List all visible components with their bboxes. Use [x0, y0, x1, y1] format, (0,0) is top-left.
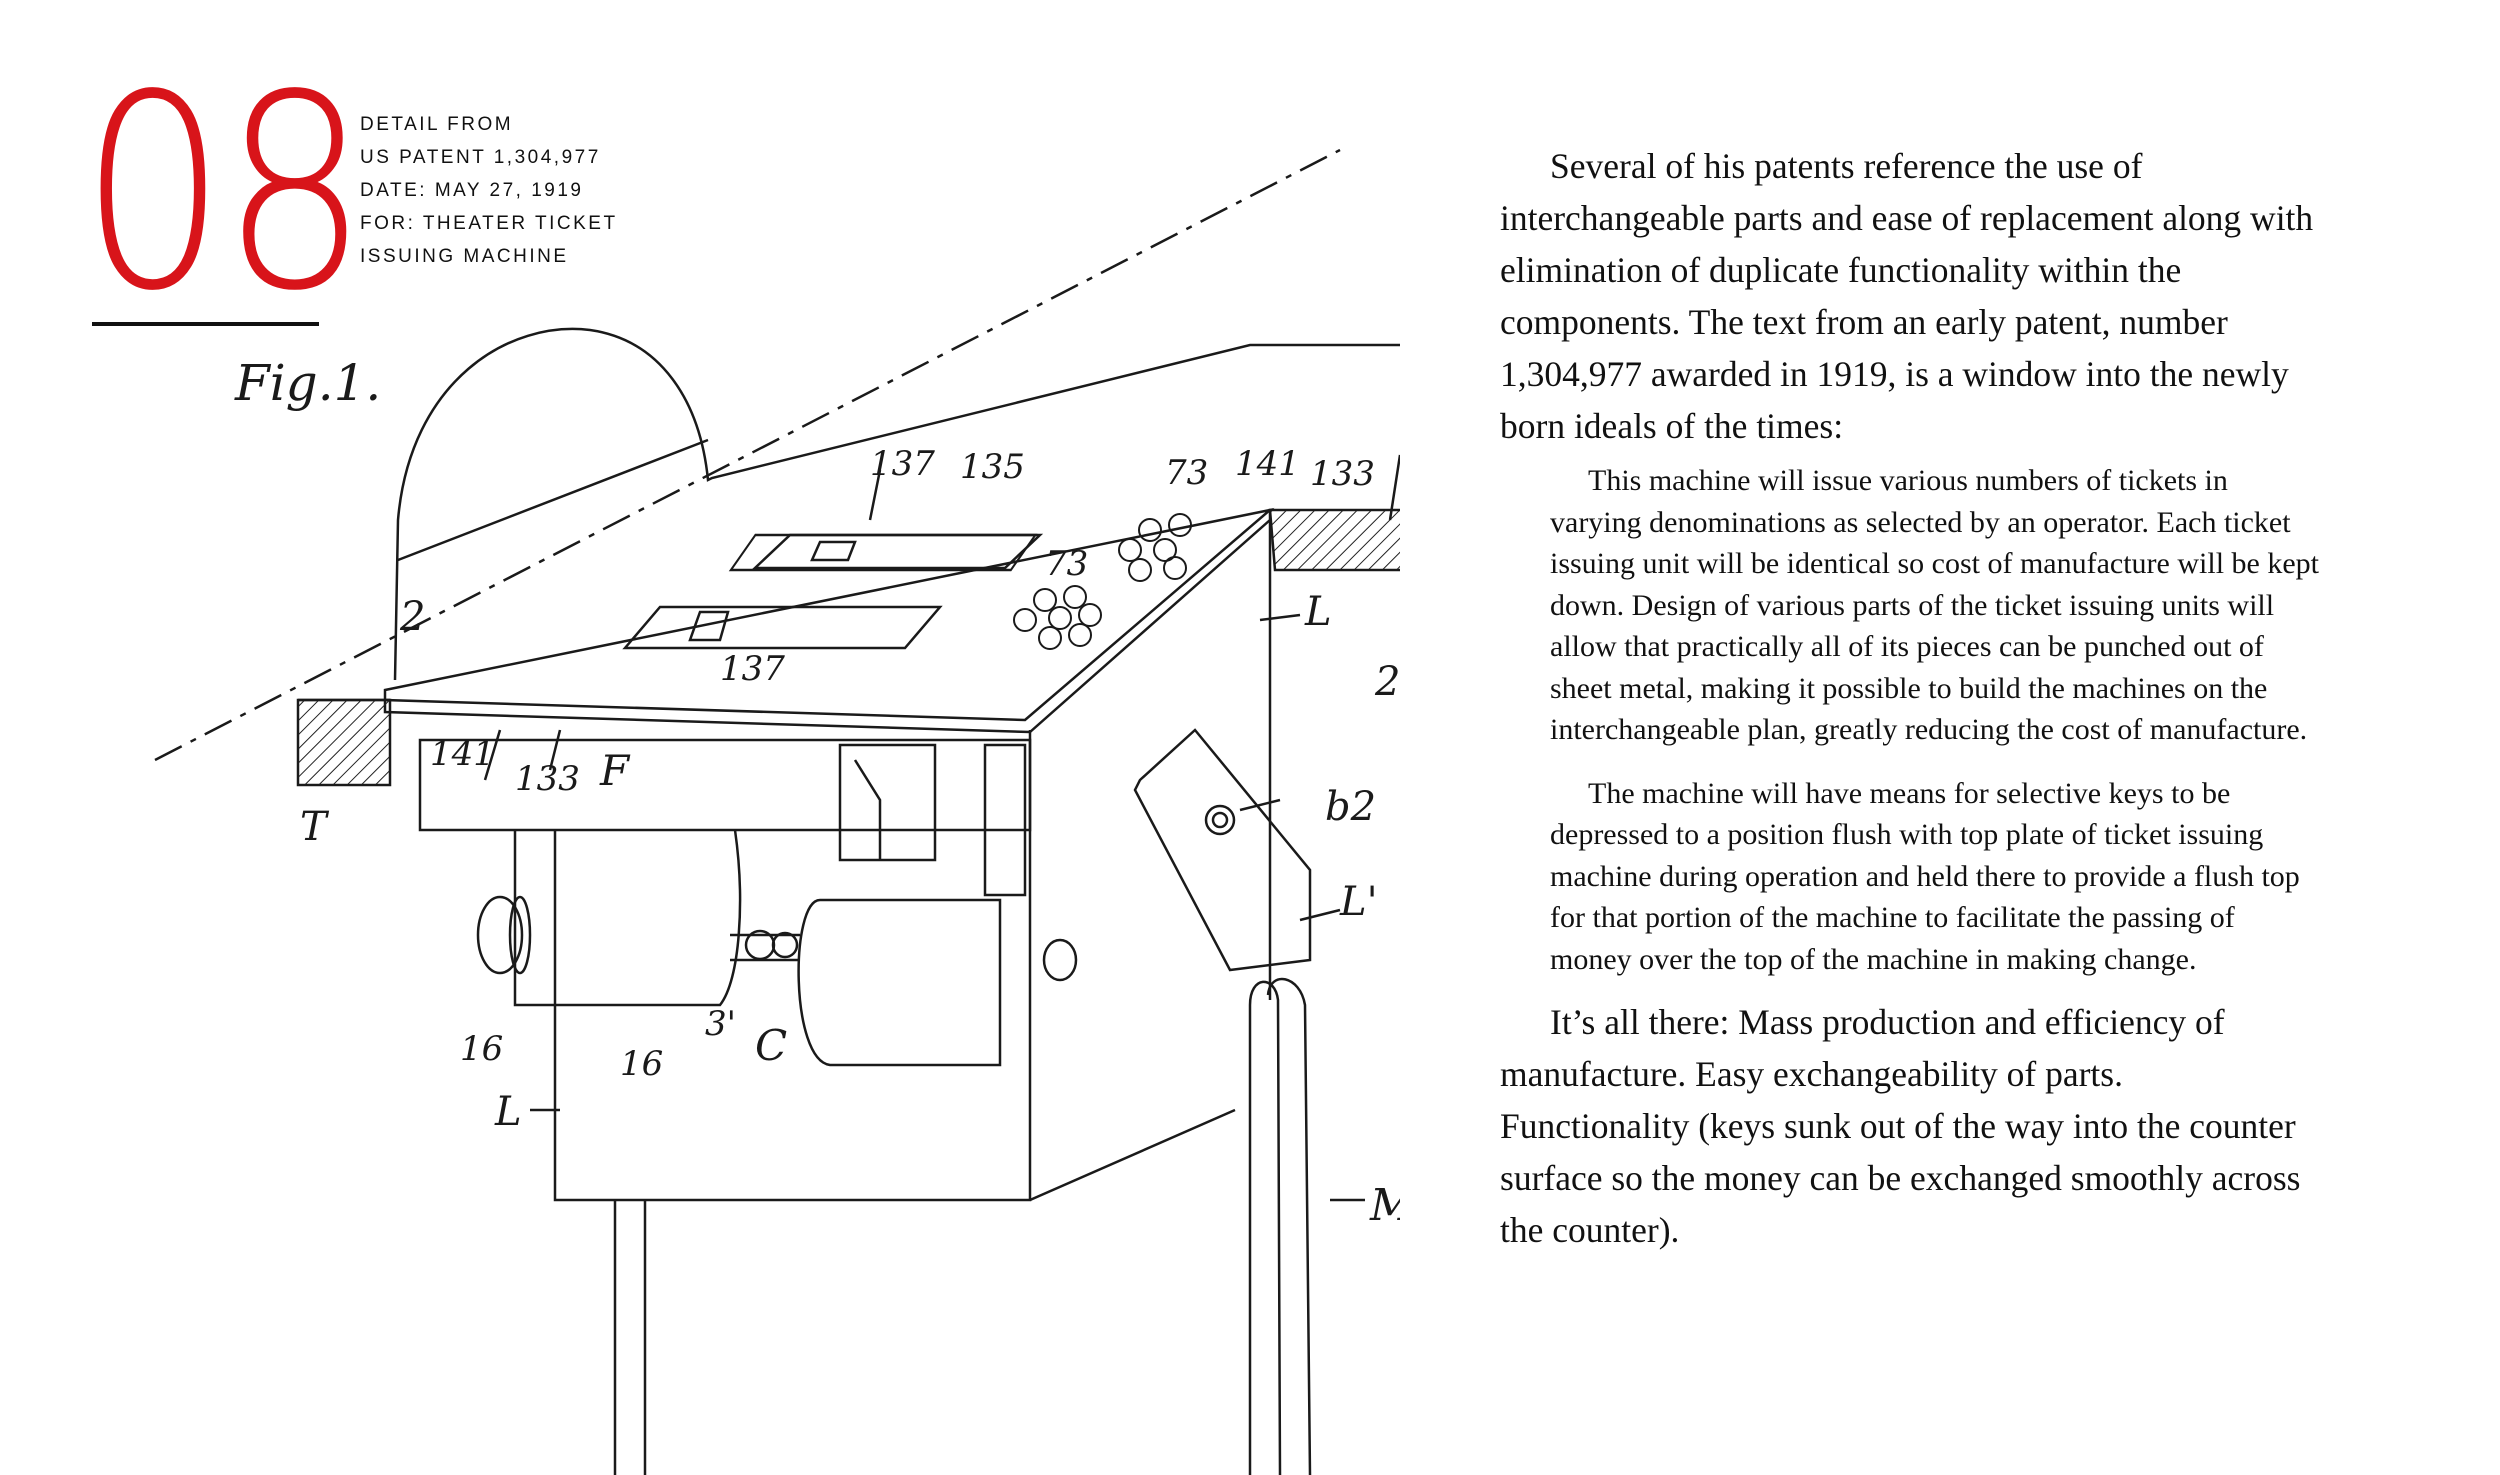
figure-label: 141 — [1235, 444, 1300, 484]
intro-paragraph: Several of his patents reference the use… — [1500, 146, 2314, 446]
figure-label: L' — [1339, 879, 1378, 925]
figure-label: 133 — [1310, 454, 1375, 494]
figure-label: 133 — [515, 759, 580, 799]
caption-line: US Patent 1,304,977 — [360, 147, 601, 168]
chapter-number-text: 08 — [80, 38, 368, 350]
figure-label: 2 — [1374, 659, 1400, 705]
caption-line: For: Theater ticket — [360, 213, 618, 234]
caption-line: Detail from — [360, 114, 514, 135]
header-rule — [92, 322, 319, 326]
figure-label: 73 — [1165, 453, 1208, 493]
quote-paragraph: The machine will have means for selectiv… — [1550, 776, 2300, 976]
figure-label: L — [494, 1089, 522, 1135]
figure-label: 3' — [705, 1004, 736, 1044]
figure-label: 73 — [1045, 544, 1088, 584]
figure-label: L — [1304, 589, 1332, 635]
figure-label: 16 — [460, 1029, 503, 1069]
figure-label: b2 — [1325, 784, 1376, 830]
figure-caption: Detail from US Patent 1,304,977 Date: Ma… — [360, 108, 760, 273]
figure-label: M — [1369, 1180, 1400, 1231]
figure-label: C — [755, 1021, 787, 1070]
patent-drawing: Fig.1. 137 135 73 141 133 T 73 L 2 137 2… — [154, 148, 1400, 1475]
fig-label: Fig.1. — [234, 354, 381, 412]
figure-label: 141 — [430, 734, 495, 774]
figure-label: 137 — [720, 649, 785, 689]
figure-label: T — [300, 804, 330, 850]
caption-line: Date: May 27, 1919 — [360, 180, 584, 201]
figure-label: 137 — [870, 444, 935, 484]
caption-line: issuing machine — [360, 246, 569, 267]
figure-label: 2 — [399, 594, 425, 640]
figure-label: 135 — [960, 447, 1025, 487]
figure-label: F — [599, 746, 631, 795]
body-text: Several of his patents reference the use… — [1500, 140, 2320, 1256]
conclusion-paragraph: It’s all there: Mass production and effi… — [1500, 1002, 2301, 1250]
chapter-number: 08 — [80, 60, 368, 328]
figure-label: 16 — [620, 1044, 663, 1084]
quote-paragraph: This machine will issue various numbers … — [1550, 464, 2319, 746]
